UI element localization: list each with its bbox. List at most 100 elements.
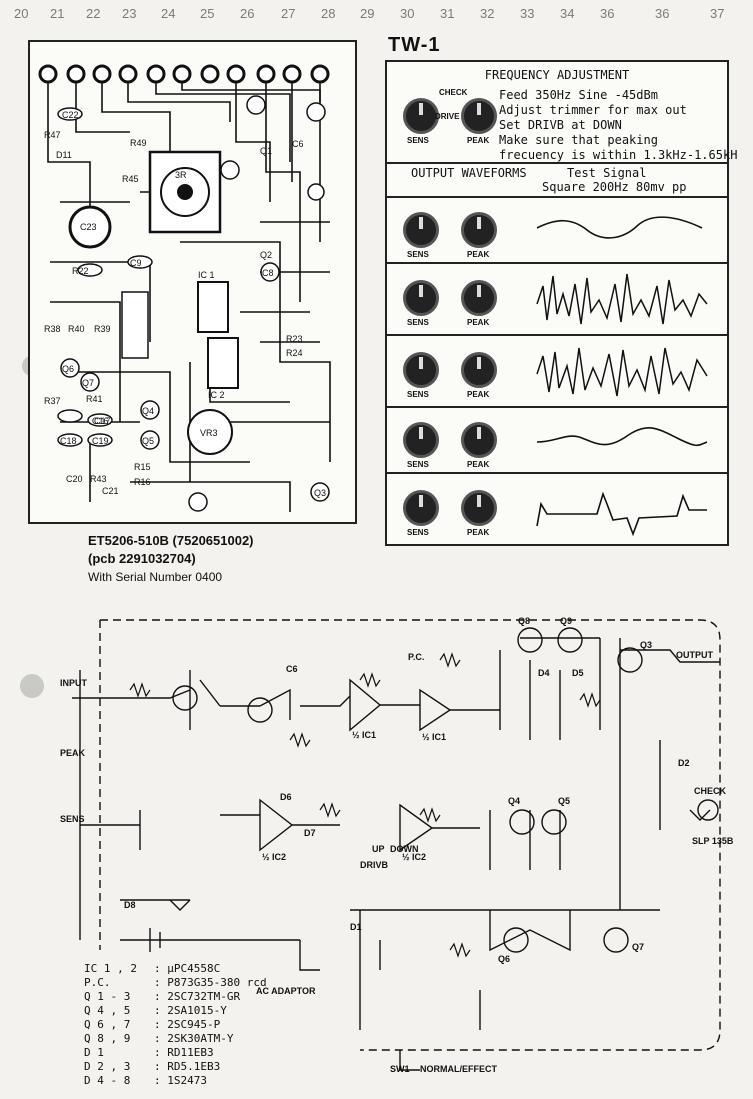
pcb-layout: 3R C23 IC 1 IC 2 VR3 Q1 Q2 Q3 Q4 Q5 Q6 Q… [28, 40, 357, 524]
check-label: CHECK [439, 88, 468, 97]
q8-label: Q8 [518, 616, 530, 626]
sens-label: SENS [407, 528, 429, 537]
q9-label: Q9 [560, 616, 572, 626]
d2-label: D2 [678, 758, 690, 768]
ruler-number: 23 [122, 6, 137, 21]
pcb-label: C19 [92, 436, 109, 446]
q7-label: Q7 [632, 942, 644, 952]
pcb-label: D11 [56, 150, 72, 160]
parts-row: P.C. : P873G35-380 rcd [84, 976, 267, 990]
sens-label: SENS [407, 318, 429, 327]
ruler-number: 25 [200, 6, 215, 21]
waveform-row: SENS PEAK [387, 196, 727, 264]
output-waveform [536, 273, 708, 325]
peak-knob-icon [461, 490, 497, 526]
part-value: : 1S2473 [154, 1074, 207, 1087]
part-ref: Q 4 , 5 [84, 1004, 131, 1017]
pcb-label: C18 [60, 436, 77, 446]
instruction-line: Set DRIVB at DOWN [499, 118, 622, 132]
pcb-label: R23 [286, 334, 303, 344]
parts-row: Q 8 , 9: 2SK30ATM-Y [84, 1032, 267, 1046]
pcb-label: C9 [130, 258, 142, 268]
ruler-number: 26 [240, 6, 255, 21]
ruler-number: 24 [161, 6, 176, 21]
q4-label: Q4 [508, 796, 520, 806]
pcb-label: 3R [175, 170, 187, 180]
peak-label: PEAK [467, 318, 490, 327]
ruler-number: 31 [440, 6, 455, 21]
ruler-number: 20 [14, 6, 29, 21]
model-number: ET5206-510B (7520651002) [88, 533, 254, 548]
test-signal-label: Test Signal [567, 166, 647, 180]
part-ref: P.C. [84, 976, 111, 989]
ruler-number: 22 [86, 6, 101, 21]
part-ref: Q 1 - 3 [84, 990, 131, 1003]
check-label: CHECK [694, 786, 727, 796]
pcb-label: R22 [72, 266, 89, 276]
part-value: : 2SC945-P [154, 1018, 221, 1031]
waveform-row: SENS PEAK [387, 262, 727, 336]
part-ref: D 4 - 8 [84, 1074, 131, 1087]
peak-label: PEAK [467, 250, 490, 259]
check-part-label: SLP 135B [692, 836, 734, 846]
drivb-label: DRIVB [360, 860, 389, 870]
peak-label: PEAK [467, 136, 490, 145]
serial-number: With Serial Number 0400 [88, 570, 223, 584]
binder-hole [20, 674, 44, 698]
pcb-label: Q7 [82, 378, 94, 388]
d5-label: D5 [572, 668, 584, 678]
peak-label: PEAK [60, 748, 86, 758]
pcb-label: R45 [122, 174, 139, 184]
pcb-label: R37 [44, 396, 61, 406]
waveform-row: SENS PEAK [387, 406, 727, 474]
pcb-label: R47 [44, 130, 61, 140]
peak-label: PEAK [467, 528, 490, 537]
waveform-row: SENS PEAK [387, 472, 727, 544]
instruction-line: Adjust trimmer for max out [499, 103, 687, 117]
d4-label: D4 [538, 668, 550, 678]
pcb-label: R41 [86, 394, 103, 404]
ruler-number: 36 [600, 6, 615, 21]
parts-row: D 1: RD11EB3 [84, 1046, 267, 1060]
pcb-label: C16 [92, 416, 109, 426]
pcb-label: C22 [62, 110, 79, 120]
switch-label: SW1 [390, 1064, 410, 1074]
pcb-label: R40 [68, 324, 85, 334]
knob-illustration: SENS PEAK [395, 200, 505, 262]
output-waveform [536, 491, 707, 537]
sens-knob-icon [403, 212, 439, 248]
pcb-label: IC 2 [208, 390, 225, 400]
instruction-line: Make sure that peaking [499, 133, 658, 147]
sens-knob-icon [403, 352, 439, 388]
sens-knob-icon [403, 422, 439, 458]
switch-mode-label: NORMAL/EFFECT [420, 1064, 497, 1074]
ruler-number: 27 [281, 6, 296, 21]
pcb-label: C6 [292, 139, 304, 149]
pcb-label: C21 [102, 486, 119, 496]
pcb-label: Q1 [260, 146, 272, 156]
output-waveform [536, 216, 703, 239]
knob-illustration: SENS PEAK [395, 268, 505, 330]
pcb-label: R49 [130, 138, 147, 148]
pcb-label: R43 [90, 474, 107, 484]
part-ref: D 2 , 3 [84, 1060, 131, 1073]
knob-illustration: CHECK DRIVE SENS PEAK [395, 86, 505, 148]
pcb-label: R15 [134, 462, 151, 472]
sens-label: SENS [407, 460, 429, 469]
part-ref: IC 1 , 2 [84, 962, 137, 975]
output-label: OUTPUT [676, 650, 714, 660]
parts-row: Q 6 , 7: 2SC945-P [84, 1018, 267, 1032]
pcb-label: R38 [44, 324, 61, 334]
schematic-diagram: INPUT OUTPUT PEAK SENS CHECK SLP 135B AC… [60, 610, 740, 1080]
ruler-number: 21 [50, 6, 65, 21]
part-value: : 2SA1015-Y [154, 1004, 227, 1017]
d6-label: D6 [280, 792, 292, 802]
document-title: TW-1 [388, 34, 441, 56]
pcb-label: VR3 [200, 428, 218, 438]
part-value: : P873G35-380 rcd [154, 976, 267, 989]
adjustment-panel: FREQUENCY ADJUSTMENT CHECK DRIVE SENS PE… [385, 60, 737, 546]
top-ruler: 20 21 22 23 24 25 26 27 28 29 30 31 32 3… [0, 0, 753, 30]
part-value: : RD5.1EB3 [154, 1060, 221, 1073]
parts-row: Q 1 - 3: 2SC732TM-GR [84, 990, 267, 1004]
part-value: : 2SK30ATM-Y [154, 1032, 234, 1045]
